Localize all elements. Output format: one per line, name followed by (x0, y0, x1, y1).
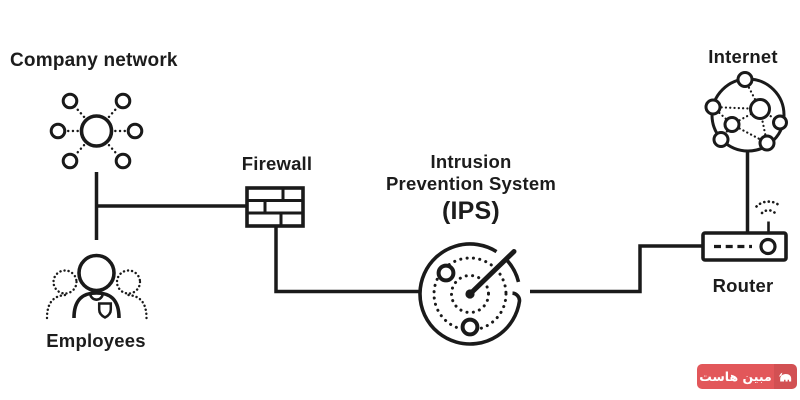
ips-label-line1: Intrusion (430, 151, 512, 172)
employees-label: Employees (46, 330, 146, 351)
firewall-label: Firewall (241, 153, 313, 174)
ips-abbr-label: (IPS) (442, 197, 500, 225)
router-label: Router (712, 275, 774, 296)
mobinhost-logo-icon (774, 364, 797, 389)
company-network-label: Company network (10, 50, 178, 71)
internet-globe-icon (704, 71, 788, 153)
wifi-signal-icon (755, 200, 782, 215)
connector-ips-to-router (530, 244, 703, 294)
ips-radar-icon (418, 242, 522, 346)
firewall-brick-icon (245, 186, 305, 228)
connector-lines (94, 151, 750, 294)
employees-icon (45, 253, 148, 320)
router-icon (701, 200, 788, 262)
watermark-badge: مبین هاست (697, 364, 797, 389)
ips-label: Intrusion Prevention System (IPS) (386, 151, 556, 224)
internet-label: Internet (708, 46, 778, 67)
watermark-text: مبین هاست (699, 369, 772, 384)
connector-firewall-to-ips (274, 226, 420, 294)
network-hub-icon (49, 92, 144, 170)
ips-label-line2: Prevention System (386, 173, 556, 194)
